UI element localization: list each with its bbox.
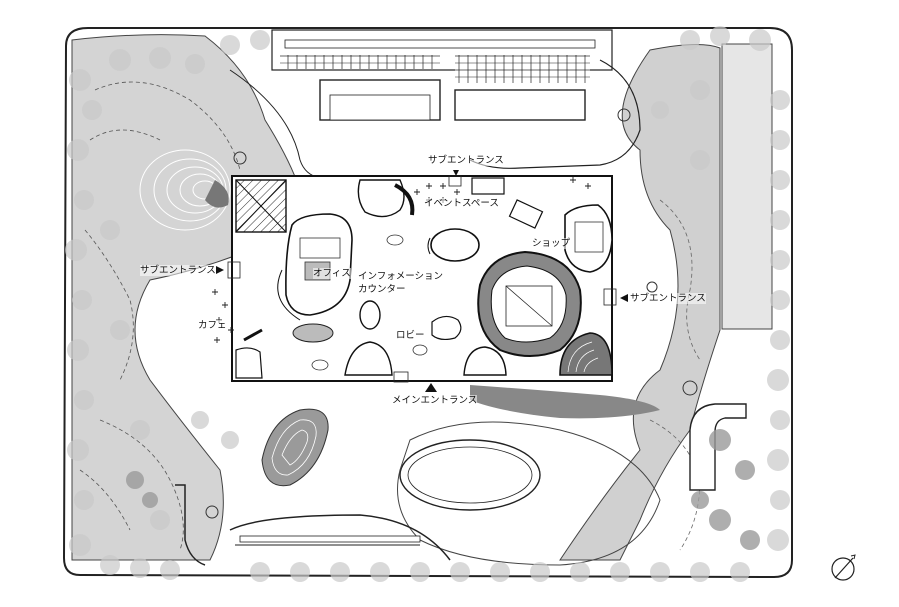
label-sub-entrance-top: サブエントランス <box>428 155 504 166</box>
north-arrow-icon <box>831 554 856 581</box>
top-entrance-marker <box>453 170 459 176</box>
left-entrance-marker <box>216 266 224 274</box>
label-event-space: イベントスペース <box>424 198 499 209</box>
label-sub-entrance-right: サブエントランス <box>630 293 706 304</box>
label-info-counter-line2: カウンター <box>358 284 406 295</box>
office-table <box>292 323 334 343</box>
lobby-pod-right <box>463 346 507 376</box>
lower-left-path <box>175 484 206 566</box>
parking-stalls-2 <box>455 55 590 83</box>
label-office: オフィス <box>313 268 351 279</box>
top-road-curve <box>469 59 641 169</box>
parking-stalls-1 <box>280 55 440 69</box>
tree-canopies <box>65 26 790 582</box>
right-lawn <box>721 43 773 330</box>
pond-left <box>261 408 329 487</box>
round-feature-trees <box>205 108 698 519</box>
info-counter-pod <box>359 300 381 330</box>
lower-road <box>229 514 451 561</box>
right-l-path <box>689 403 747 491</box>
right-hill <box>559 43 721 561</box>
right-entrance-marker <box>620 294 628 302</box>
dark-tree-canopies <box>126 429 760 550</box>
lower-oval-plaza <box>399 439 541 511</box>
label-main-entrance: メインエントランス <box>392 395 478 406</box>
label-shop: ショップ <box>532 238 571 249</box>
lobby-pod-left <box>344 341 393 376</box>
top-building-2 <box>454 89 586 121</box>
left-curved-wall <box>277 269 301 321</box>
label-lobby: ロビー <box>396 330 425 341</box>
top-right-shop <box>471 177 505 195</box>
lower-dark-band <box>470 385 660 419</box>
label-sub-entrance-left: サブエントランス <box>140 265 216 276</box>
left-hill-dashes <box>79 81 241 551</box>
label-cafe: カフェ <box>198 320 227 331</box>
label-info-counter-line1: インフォメーション <box>358 271 444 282</box>
main-entrance-marker <box>425 383 437 392</box>
event-pod <box>430 228 480 262</box>
